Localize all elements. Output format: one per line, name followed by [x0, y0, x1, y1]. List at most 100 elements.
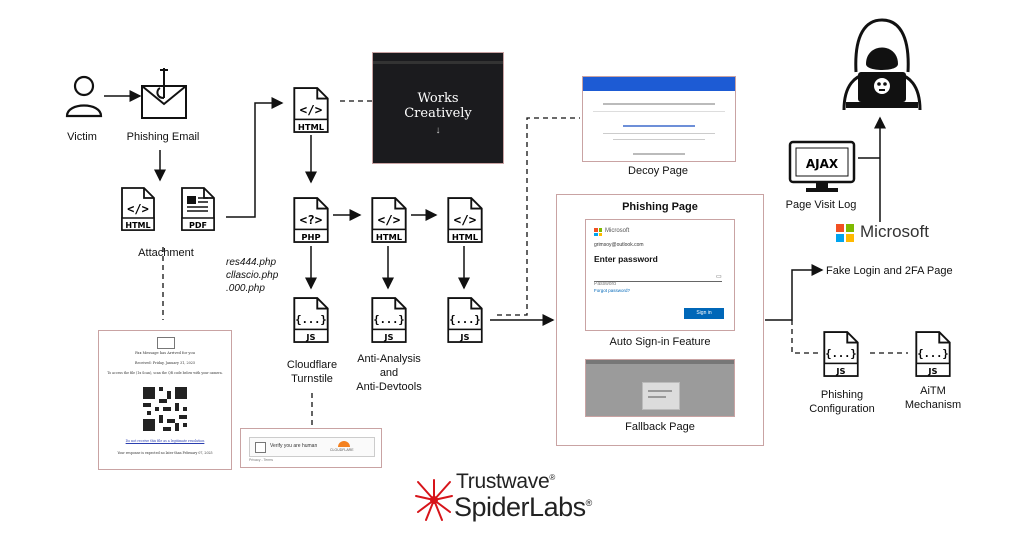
auto-signin-label: Auto Sign-in Feature	[609, 336, 711, 348]
arrow-attachment-html	[226, 97, 284, 218]
cloudflare-turnstile-label: Cloudflare Turnstile	[272, 358, 352, 386]
label-line: Mechanism	[904, 399, 962, 411]
svg-text:HTML: HTML	[298, 122, 325, 132]
phishing-email-icon	[141, 68, 187, 119]
stage3-js-file-icon: {...} JS	[447, 297, 483, 343]
html-stage3-file-icon: </> HTML	[447, 197, 483, 243]
trustwave-name: Trustwave	[456, 470, 550, 493]
signin-heading: Enter password	[594, 254, 658, 264]
works-creatively-heading: Works Creatively	[373, 91, 503, 121]
svg-text:HTML: HTML	[125, 221, 150, 230]
microsoft-logo-icon	[836, 224, 854, 242]
decoy-page-screenshot	[582, 76, 736, 162]
spiderlabs-trademark: ®	[585, 498, 593, 508]
php-file-name: cllascio.php	[226, 270, 279, 281]
svg-text:PHP: PHP	[301, 232, 320, 242]
spiderlabs-wordmark: SpiderLabs®	[454, 492, 592, 523]
svg-text:HTML: HTML	[452, 232, 479, 242]
fax-footer: Your response is expected no later than …	[117, 451, 213, 455]
phishing-page-title: Phishing Page	[622, 201, 698, 213]
php-file-list: res444.php cllascio.php .000.php	[226, 256, 278, 295]
attachment-html-file-icon: </> HTML	[121, 187, 155, 231]
aitm-js-file-icon: {...} JS	[915, 331, 951, 377]
forgot-password-link[interactable]: Forgot password?	[594, 288, 631, 293]
turnstile-brand: CLOUDFLARE	[330, 448, 354, 452]
svg-text:{...}: {...}	[373, 314, 404, 326]
decoy-header-bar	[583, 77, 735, 91]
ajax-monitor-icon: AJAX	[788, 140, 856, 192]
phishing-config-js-file-icon: {...} JS	[823, 331, 859, 377]
microsoft-logo-icon	[594, 228, 602, 236]
microsoft-wordmark: Microsoft	[860, 222, 929, 241]
label-line: AiTM	[920, 385, 946, 397]
fax-instructions: To access the file (1x Scan), scan the Q…	[107, 371, 223, 375]
svg-text:</>: </>	[127, 202, 149, 216]
trustwave-trademark: ®	[549, 473, 555, 482]
fax-title: Fax Message has Arrived for you	[135, 351, 195, 355]
turnstile-widget: Verify you are human CLOUDFLARE Privacy …	[240, 428, 382, 468]
svg-text:HTML: HTML	[376, 232, 403, 242]
fax-link[interactable]: Do not receive this file as a legitimate…	[125, 439, 205, 443]
signin-brand: Microsoft	[605, 228, 630, 234]
arrow-phishing-fakelogin	[765, 264, 824, 321]
attachment-pdf-file-icon: PDF	[181, 187, 215, 231]
fallback-page-screenshot	[585, 359, 735, 417]
works-creatively-screenshot: Works Creatively ↓	[372, 52, 504, 164]
svg-text:{...}: {...}	[449, 314, 480, 326]
phishing-config-label: Phishing Configuration	[796, 388, 888, 416]
phishing-page-container: Phishing Page Microsoft grimsoy@outlook.…	[556, 194, 764, 446]
cloudflare-logo-icon	[338, 441, 350, 447]
turnstile-footer: Privacy - Terms	[249, 458, 274, 462]
svg-text:{...}: {...}	[917, 348, 948, 360]
html-loader-file-icon: </> HTML	[293, 87, 329, 133]
cloudflare-js-file-icon: {...} JS	[293, 297, 329, 343]
reveal-password-icon[interactable]: ▭	[716, 274, 722, 280]
label-line: Turnstile	[291, 373, 333, 385]
phishing-email-label: Phishing Email	[126, 131, 200, 143]
svg-text:{...}: {...}	[295, 314, 326, 326]
spiderlabs-name: SpiderLabs	[454, 492, 586, 522]
decoy-page-label: Decoy Page	[628, 165, 688, 177]
svg-text:JS: JS	[459, 332, 469, 342]
qr-code-icon	[143, 387, 187, 431]
victim-label: Victim	[67, 131, 97, 143]
logo-icon	[157, 337, 175, 349]
svg-text:JS: JS	[383, 332, 393, 342]
php-file-name: res444.php	[226, 257, 277, 268]
label-line: Cloudflare	[286, 359, 338, 371]
svg-text:JS: JS	[305, 332, 315, 342]
anti-analysis-label: Anti-Analysis and Anti-Devtools	[342, 352, 436, 394]
svg-text:</>: </>	[378, 212, 401, 227]
victim-icon	[65, 75, 103, 118]
dash-phishing-config	[791, 320, 818, 354]
page-visit-log-label: Page Visit Log	[785, 199, 857, 211]
password-input[interactable]: Password	[594, 272, 722, 287]
works-line2: Creatively	[404, 106, 472, 121]
fax-document-preview: Fax Message has Arrived for you Received…	[98, 330, 232, 470]
sign-in-button[interactable]: Sign in	[684, 308, 724, 319]
anti-analysis-js-file-icon: {...} JS	[371, 297, 407, 343]
label-line: Phishing	[820, 389, 864, 401]
label-line: Anti-Devtools	[356, 381, 422, 393]
label-line: Anti-Analysis	[357, 353, 421, 365]
password-placeholder: Password	[594, 281, 616, 287]
microsoft-signin-mock: Microsoft grimsoy@outlook.com Enter pass…	[585, 219, 735, 331]
works-line1: Works	[417, 91, 459, 106]
svg-text:JS: JS	[927, 366, 937, 376]
spider-logo-icon	[415, 479, 453, 521]
svg-text:</>: </>	[454, 212, 477, 227]
fallback-page-label: Fallback Page	[625, 421, 695, 433]
trustwave-wordmark: Trustwave®	[456, 470, 555, 494]
hacker-icon	[842, 18, 922, 111]
php-file-name: .000.php	[226, 283, 265, 294]
svg-text:{...}: {...}	[825, 348, 856, 360]
turnstile-label: Verify you are human	[270, 443, 318, 449]
attachment-label: Attachment	[138, 247, 194, 259]
dash-js3-decoy	[497, 117, 580, 316]
svg-text:PDF: PDF	[189, 221, 207, 230]
svg-text:</>: </>	[300, 102, 323, 117]
turnstile-checkbox[interactable]	[255, 442, 266, 453]
label-line: Configuration	[809, 403, 875, 415]
signin-email: grimsoy@outlook.com	[594, 242, 644, 248]
